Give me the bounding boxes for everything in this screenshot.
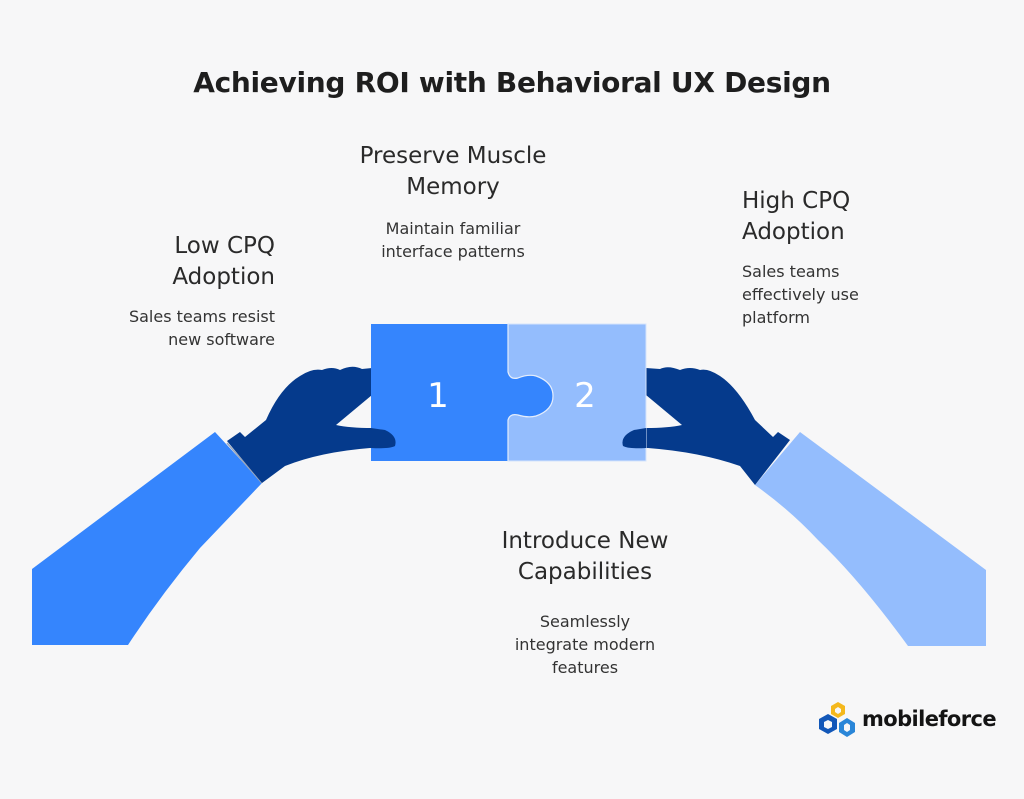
description-line: new software <box>168 330 275 349</box>
stage-heading: Low CPQ Adoption <box>80 231 275 293</box>
puzzle-piece-2-number: 2 <box>574 376 596 416</box>
stage-description: Sales teams effectively use platform <box>742 260 942 329</box>
stage-description: Maintain familiar interface patterns <box>322 217 584 263</box>
stage-heading: Introduce New Capabilities <box>470 526 700 588</box>
heading-line: Low CPQ <box>174 233 275 259</box>
stage-low-adoption: Low CPQ Adoption Sales teams resist new … <box>80 231 275 351</box>
left-hand-icon <box>227 366 396 483</box>
stage-description: Seamlessly integrate modern features <box>470 610 700 679</box>
stage-heading: Preserve Muscle Memory <box>322 141 584 203</box>
left-thumb-tip <box>371 428 396 449</box>
description-line: features <box>551 658 619 677</box>
stage-heading: High CPQ Adoption <box>742 186 942 248</box>
heading-line: Capabilities <box>517 559 653 585</box>
heading-line: Memory <box>406 174 500 200</box>
heading-line: Preserve Muscle <box>359 143 547 169</box>
description-line: integrate modern <box>514 635 656 654</box>
stage-preserve-muscle-memory: Preserve Muscle Memory Maintain familiar… <box>322 141 584 263</box>
description-line: Maintain familiar <box>385 219 521 238</box>
puzzle-piece-1-number: 1 <box>427 376 449 416</box>
stage-introduce-capabilities: Introduce New Capabilities Seamlessly in… <box>470 526 700 679</box>
description-line: platform <box>742 308 810 327</box>
mobileforce-logo: mobileforce <box>818 700 997 740</box>
description-line: Seamlessly <box>539 612 631 631</box>
description-line: effectively use <box>742 285 859 304</box>
description-line: interface patterns <box>381 242 525 261</box>
right-thumb-tip <box>622 428 646 449</box>
description-line: Sales teams resist <box>128 307 275 326</box>
logo-text: mobileforce <box>862 707 997 731</box>
description-line: Sales teams <box>742 262 840 281</box>
right-sleeve-icon <box>755 432 986 646</box>
hexagon-chain-logo-icon <box>819 702 855 737</box>
puzzle-seam <box>507 324 554 461</box>
heading-line: Adoption <box>742 219 845 245</box>
heading-line: Introduce New <box>501 528 669 554</box>
heading-line: Adoption <box>172 264 275 290</box>
left-cuff-line <box>226 442 263 484</box>
stage-high-adoption: High CPQ Adoption Sales teams effectivel… <box>742 186 942 329</box>
right-hand-icon <box>622 367 790 485</box>
left-sleeve-icon <box>32 432 262 645</box>
stage-description: Sales teams resist new software <box>80 305 275 351</box>
heading-line: High CPQ <box>742 188 851 214</box>
page-title: Achieving ROI with Behavioral UX Design <box>193 66 831 99</box>
